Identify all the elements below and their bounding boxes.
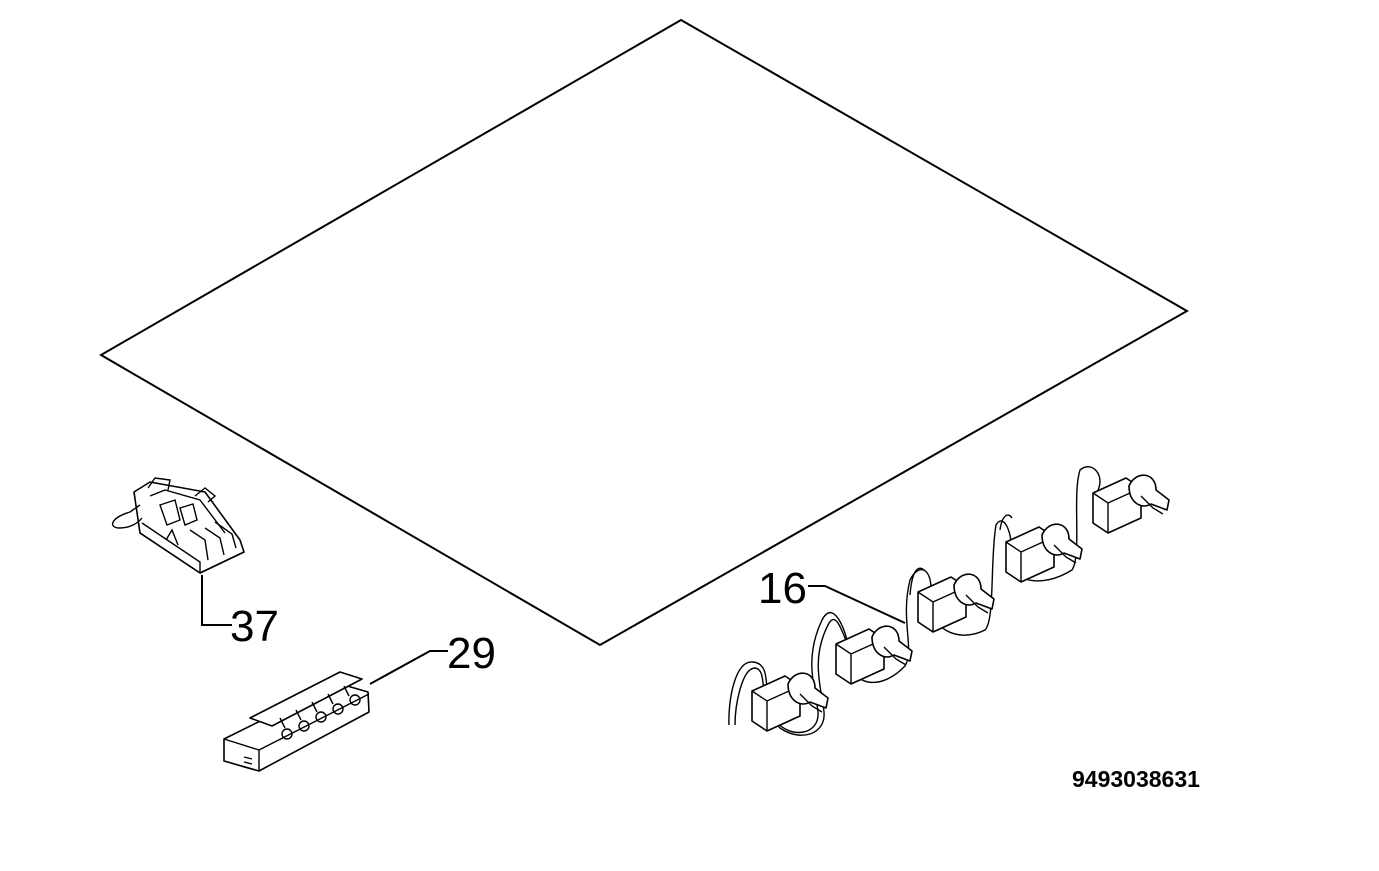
switch-block-part <box>111 477 245 575</box>
hob-top-plate <box>99 18 1190 647</box>
igniter-switch-harness-part <box>728 466 1170 736</box>
callout-label-16: 16 <box>758 564 807 613</box>
diagram-reference-number: 9493038631 <box>1072 766 1200 792</box>
callout-leader-16 <box>808 585 906 624</box>
callout-label-29: 29 <box>447 629 496 678</box>
callout-leader-29 <box>369 650 448 685</box>
callout-leader-37 <box>201 575 232 626</box>
ignition-switch-strip-part <box>223 671 370 772</box>
callout-label-37: 37 <box>230 602 279 651</box>
